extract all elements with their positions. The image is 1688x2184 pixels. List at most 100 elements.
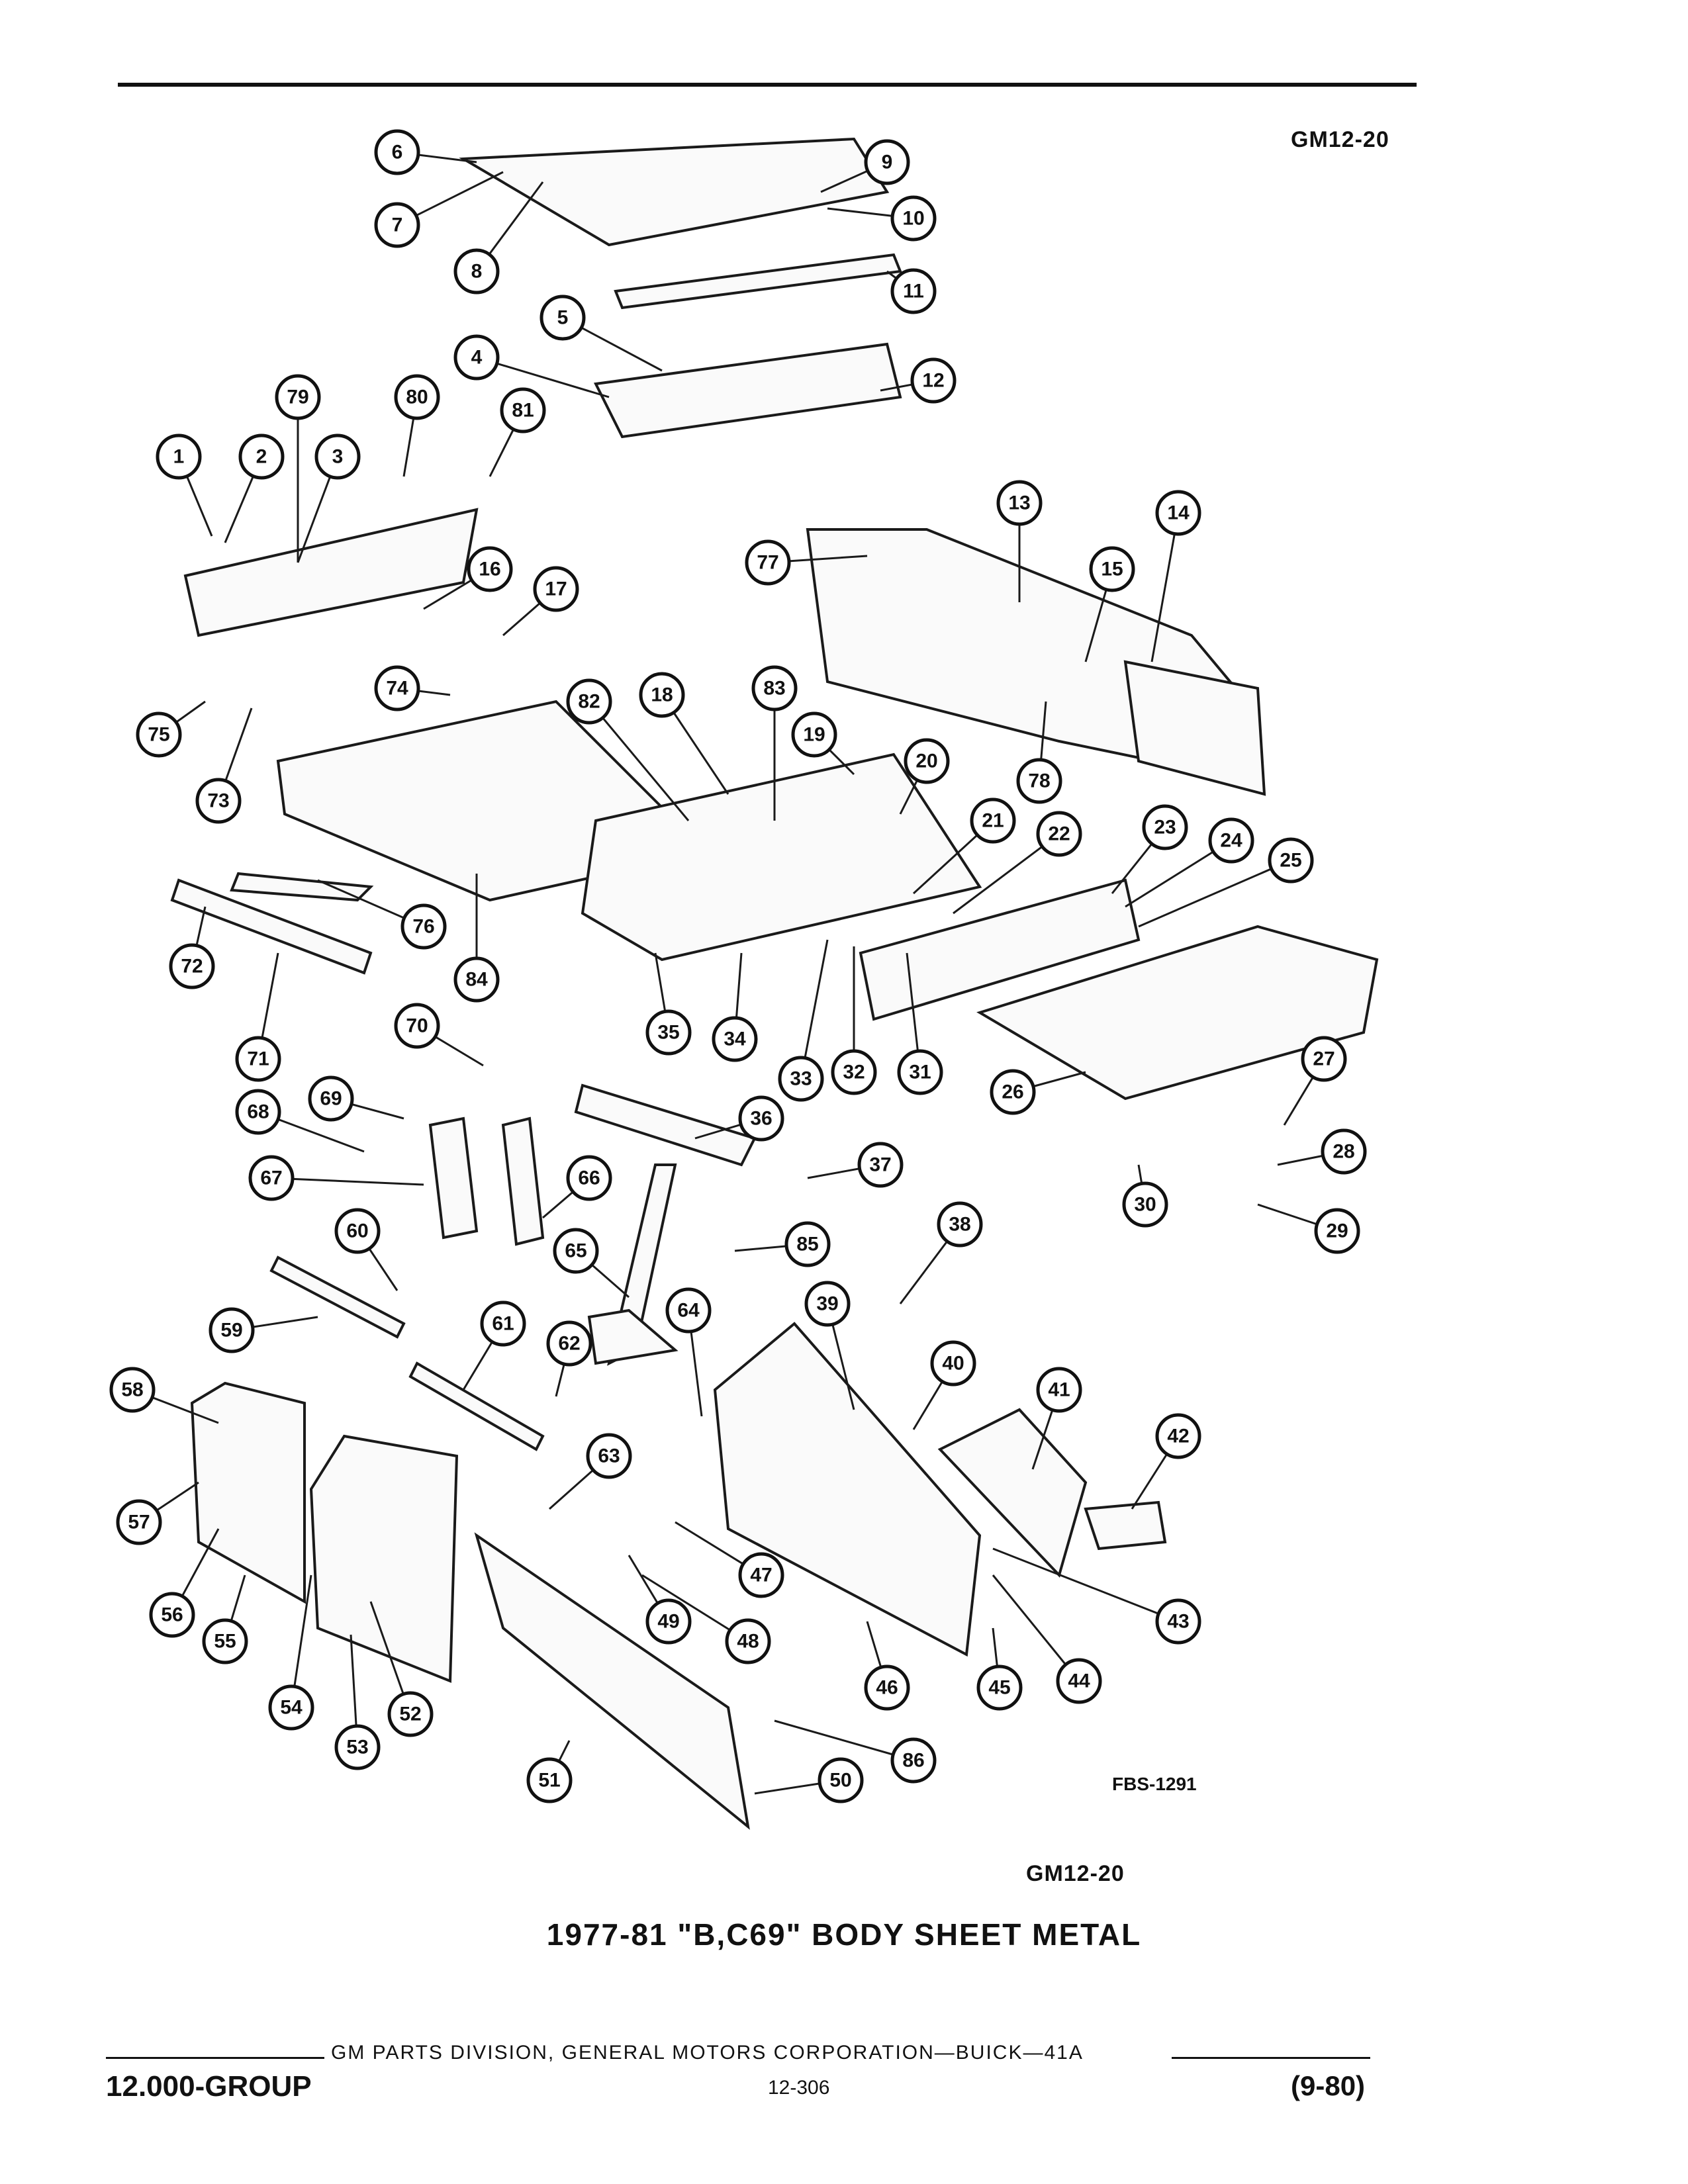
callout-20: 20 xyxy=(904,738,950,784)
svg-text:33: 33 xyxy=(790,1068,812,1090)
callout-58: 58 xyxy=(109,1367,156,1413)
callout-69: 69 xyxy=(308,1075,354,1122)
leader-25 xyxy=(1138,859,1291,928)
callout-44: 44 xyxy=(1056,1658,1102,1704)
svg-text:17: 17 xyxy=(545,578,567,600)
svg-text:58: 58 xyxy=(121,1379,143,1401)
callout-50: 50 xyxy=(818,1757,864,1803)
callout-7: 7 xyxy=(374,202,420,248)
svg-text:36: 36 xyxy=(750,1108,772,1130)
front-fender xyxy=(474,1532,750,1830)
callout-73: 73 xyxy=(195,778,242,824)
svg-text:37: 37 xyxy=(869,1154,891,1176)
callout-43: 43 xyxy=(1155,1598,1201,1645)
callout-22: 22 xyxy=(1036,811,1082,857)
svg-text:78: 78 xyxy=(1028,770,1050,792)
callout-41: 41 xyxy=(1036,1367,1082,1413)
callout-64: 64 xyxy=(665,1287,712,1334)
svg-text:35: 35 xyxy=(657,1022,679,1044)
svg-text:45: 45 xyxy=(988,1677,1010,1699)
callout-31: 31 xyxy=(897,1049,943,1095)
callout-2: 2 xyxy=(238,433,285,480)
callout-63: 63 xyxy=(586,1433,632,1479)
svg-text:60: 60 xyxy=(346,1220,368,1242)
svg-text:19: 19 xyxy=(803,724,825,746)
svg-text:53: 53 xyxy=(346,1737,368,1758)
roof-panel xyxy=(459,137,890,247)
svg-text:80: 80 xyxy=(406,387,428,408)
callout-86: 86 xyxy=(890,1737,937,1784)
footer-publisher: GM PARTS DIVISION, GENERAL MOTORS CORPOR… xyxy=(331,2042,1084,2064)
svg-text:44: 44 xyxy=(1068,1670,1090,1692)
figure-reference: FBS-1291 xyxy=(1112,1774,1197,1794)
callout-54: 54 xyxy=(268,1684,314,1731)
callout-25: 25 xyxy=(1268,837,1314,884)
rear-floor xyxy=(581,752,982,962)
callout-68: 68 xyxy=(235,1089,281,1135)
svg-text:25: 25 xyxy=(1280,850,1301,872)
callout-26: 26 xyxy=(990,1069,1036,1115)
callout-81: 81 xyxy=(500,387,546,433)
callout-60: 60 xyxy=(334,1208,381,1254)
callout-1: 1 xyxy=(156,433,202,480)
callout-18: 18 xyxy=(639,672,685,718)
svg-text:59: 59 xyxy=(220,1320,242,1342)
callout-12: 12 xyxy=(910,357,957,404)
callout-36: 36 xyxy=(738,1095,784,1142)
callout-84: 84 xyxy=(453,956,500,1003)
svg-text:43: 43 xyxy=(1167,1611,1189,1633)
callout-55: 55 xyxy=(202,1618,248,1664)
wheelhouse-filler xyxy=(1084,1500,1167,1551)
callout-52: 52 xyxy=(387,1691,434,1737)
callout-66: 66 xyxy=(566,1155,612,1201)
callout-67: 67 xyxy=(248,1155,295,1201)
svg-text:11: 11 xyxy=(903,281,924,302)
svg-text:16: 16 xyxy=(479,559,500,580)
callout-14: 14 xyxy=(1155,490,1201,536)
callout-59: 59 xyxy=(209,1307,255,1353)
svg-text:71: 71 xyxy=(247,1048,269,1070)
svg-text:63: 63 xyxy=(598,1445,620,1467)
callout-61: 61 xyxy=(480,1300,526,1347)
hinge-pillar xyxy=(428,1116,479,1240)
quarter-inner-panel xyxy=(1123,660,1266,796)
svg-text:48: 48 xyxy=(737,1631,759,1653)
svg-text:5: 5 xyxy=(557,307,569,329)
callout-30: 30 xyxy=(1122,1181,1168,1228)
leader-86 xyxy=(774,1719,914,1762)
callout-32: 32 xyxy=(831,1049,877,1095)
callout-11: 11 xyxy=(890,268,937,314)
callout-79: 79 xyxy=(275,374,321,420)
roof-side-rail xyxy=(269,1255,406,1339)
leader-82 xyxy=(588,701,690,821)
svg-text:6: 6 xyxy=(392,142,403,163)
svg-text:29: 29 xyxy=(1326,1220,1348,1242)
callout-10: 10 xyxy=(890,195,937,242)
wheelhouse xyxy=(937,1408,1088,1578)
svg-text:31: 31 xyxy=(909,1062,931,1083)
roof-side-rail-inner xyxy=(408,1361,545,1451)
leader-4 xyxy=(476,356,610,398)
svg-text:30: 30 xyxy=(1134,1194,1156,1216)
callout-49: 49 xyxy=(645,1598,692,1645)
svg-text:8: 8 xyxy=(471,261,483,283)
svg-text:68: 68 xyxy=(247,1101,269,1123)
callout-33: 33 xyxy=(778,1056,824,1102)
callout-19: 19 xyxy=(791,711,837,758)
svg-text:14: 14 xyxy=(1167,502,1190,524)
svg-text:39: 39 xyxy=(816,1293,838,1315)
diagram-title: 1977-81 "B,C69" BODY SHEET METAL xyxy=(546,1917,1142,1952)
svg-text:64: 64 xyxy=(677,1300,700,1322)
callout-35: 35 xyxy=(645,1009,692,1056)
callout-45: 45 xyxy=(976,1664,1023,1711)
callout-75: 75 xyxy=(136,711,182,758)
svg-text:57: 57 xyxy=(128,1512,150,1533)
lock-pillar xyxy=(501,1116,545,1246)
callout-15: 15 xyxy=(1089,546,1135,592)
svg-text:3: 3 xyxy=(332,446,344,468)
svg-text:20: 20 xyxy=(915,751,937,772)
back-panel xyxy=(593,342,902,439)
callout-71: 71 xyxy=(235,1036,281,1082)
svg-text:52: 52 xyxy=(399,1704,421,1725)
